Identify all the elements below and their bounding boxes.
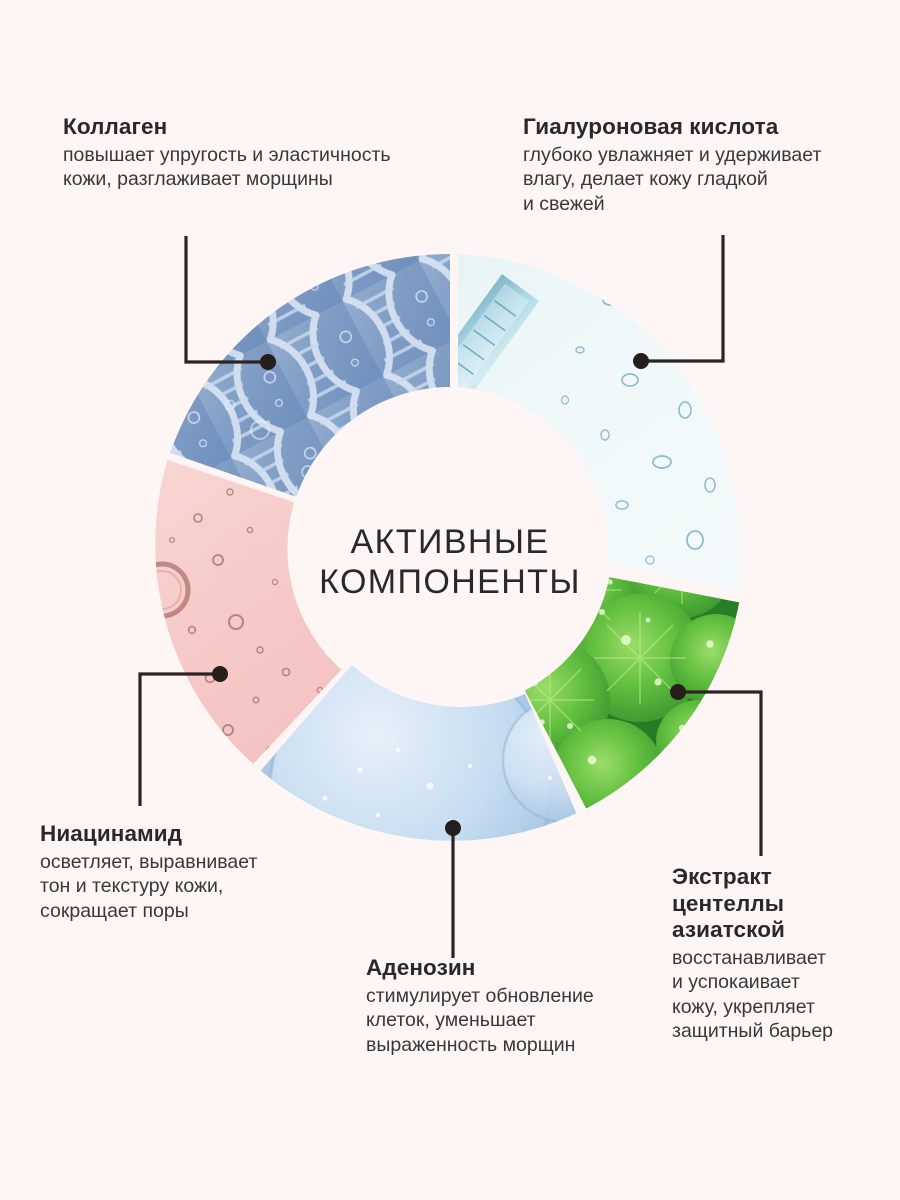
label-collagen-desc: повышает упругость и эластичность кожи, …	[63, 143, 391, 191]
label-niacinamide-desc: осветляет, выравнивает тон и текстуру ко…	[40, 850, 258, 922]
donut-center-caption: АКТИВНЫЕ КОМПОНЕНТЫ	[319, 523, 581, 602]
label-hyaluronic-acid: Гиалуроновая кислота глубоко увлажняет и…	[523, 114, 893, 216]
label-centella: Экстракт центеллы азиатской восстанавлив…	[672, 864, 892, 1044]
label-niacinamide-title: Ниацинамид	[40, 821, 183, 846]
label-centella-title: Экстракт центеллы азиатской	[672, 864, 785, 943]
label-adenosine: Аденозин стимулирует обновление клеток, …	[366, 955, 656, 1057]
label-hyaluronic-acid-desc: глубоко увлажняет и удерживает влагу, де…	[523, 143, 822, 215]
label-collagen: Коллаген повышает упругость и эластичнос…	[63, 114, 483, 192]
label-adenosine-desc: стимулирует обновление клеток, уменьшает…	[366, 984, 594, 1056]
label-hyaluronic-acid-title: Гиалуроновая кислота	[523, 114, 779, 139]
label-adenosine-title: Аденозин	[366, 955, 476, 980]
label-niacinamide: Ниацинамид осветляет, выравнивает тон и …	[40, 821, 340, 923]
label-centella-desc: восстанавливает и успокаивает кожу, укре…	[672, 946, 834, 1043]
label-collagen-title: Коллаген	[63, 114, 168, 139]
